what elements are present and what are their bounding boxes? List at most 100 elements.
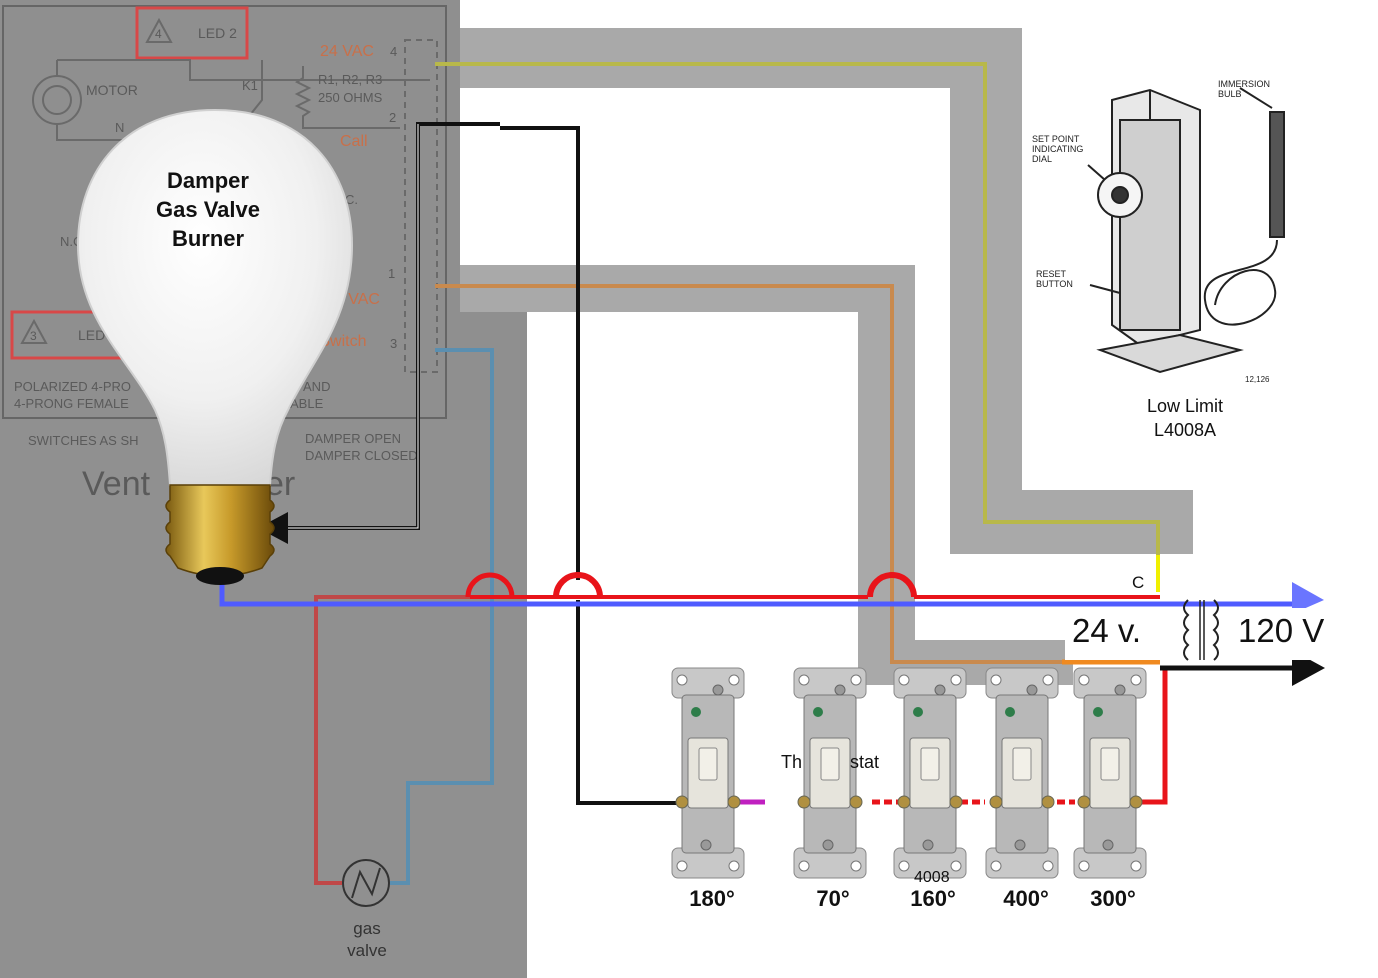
toggle-switch-3 [893,667,967,879]
led2-number: 4 [155,27,162,41]
hot-red-jump-2 [553,572,603,598]
resistor-line-2: 250 OHMS [318,90,383,105]
led2-box [135,6,249,60]
mount-screw-icon [922,839,934,851]
strap-hole [850,674,862,686]
switch-label-70: 70° [816,886,849,911]
switch-toggle [1100,747,1120,781]
no-fragment: N [115,120,124,135]
mount-screw-icon [822,839,834,851]
terminal-4: 4 [390,44,397,59]
switch-label-160: 160° [910,886,956,911]
terminal-screw-icon [989,795,1003,809]
terminal-2: 2 [389,110,396,125]
vent-title-a: Vent [82,465,151,503]
vac-top-label: 24 VAC [320,43,374,60]
part-number-fragment: 4008 [914,869,950,886]
terminal-screw-icon [1129,795,1143,809]
switch-label-180: 180° [689,886,735,911]
hot-red-jump-3 [867,572,917,598]
mount-screw-icon [700,839,712,851]
set-point-label-1: SET POINT [1032,134,1080,144]
resistor-symbol [294,66,400,129]
thermostat-fragment-1: Th [781,752,802,772]
mount-screw-icon [934,684,946,696]
thermostat-fragment-2: stat [850,752,879,772]
bulb-base [165,484,275,577]
switch-label-300: 300° [1090,886,1136,911]
strap-hole [676,860,688,872]
gas-valve-icon [342,859,390,907]
call-label: Call [340,133,368,150]
low-limit-drawing [1087,87,1285,374]
harness-mid-vertical [858,265,915,685]
polarized-line-2b: ABLE [290,396,324,411]
black-feed-white-outline [285,124,419,529]
orange-wire [435,284,1160,664]
damper-open-label: DAMPER OPEN [305,431,401,446]
schematic-line-top [56,59,430,141]
toggle-switch-1 [671,667,745,879]
strap-hole [1078,674,1090,686]
terminal-screw-icon [849,795,863,809]
polarized-line-1a: POLARIZED 4-PRO [14,379,131,394]
high-voltage-label: 120 V [1238,612,1324,649]
reset-label-1: RESET [1036,269,1067,279]
switch-toggle [820,747,840,781]
terminal-block [404,39,438,373]
switch-label-400: 400° [1003,886,1049,911]
black-thermostat-wire [576,600,680,805]
transformer-common-label: C [1132,573,1144,592]
strap-hole [1130,674,1142,686]
bulb-contact [196,567,244,585]
terminal-screw-icon [675,795,689,809]
switch-bank [671,667,1147,879]
ground-screw-icon [813,707,823,717]
switch-toggle [1012,747,1032,781]
strap-hole [676,674,688,686]
strap-hole [728,674,740,686]
mount-screw-icon [1102,839,1114,851]
switch-toggle [920,747,940,781]
strap-hole [850,860,862,872]
strap-hole [798,860,810,872]
switch-toggle [698,747,718,781]
set-point-label-3: DIAL [1032,154,1052,164]
terminal-screw-icon [797,795,811,809]
ground-screw-icon [913,707,923,717]
strap-hole [798,674,810,686]
mount-screw-icon [1114,684,1126,696]
led1-number: 3 [30,329,37,343]
strap-hole [1042,674,1054,686]
terminal-screw-icon [1077,795,1091,809]
harness-mid [460,265,915,312]
strap-hole [1042,860,1054,872]
led1-warning-icon [20,318,48,344]
c-fragment: C. [345,192,358,207]
figure-number: 12,126 [1245,375,1270,384]
immersion-label-2: BULB [1218,89,1242,99]
strap-hole [1130,860,1142,872]
terminal-screw-icon [727,795,741,809]
strap-hole [898,860,910,872]
bulb-label-3: Burner [172,226,245,251]
ground-screw-icon [1005,707,1015,717]
terminal-1: 1 [388,266,395,281]
mount-screw-icon [712,684,724,696]
gas-valve-label-2: valve [347,941,387,960]
gas-valve-label-1: gas [353,919,380,938]
nc-label: N.C [60,234,82,249]
steel-blue-wire [390,348,494,885]
low-limit-callouts: IMMERSION BULB SET POINT INDICATING DIAL… [1032,79,1270,384]
bulb-label-1: Damper [167,168,249,193]
transformer: C 24 v. 120 V [1065,573,1345,661]
terminal-3: 3 [390,336,397,351]
transformer-primary-coil [1183,599,1190,661]
set-point-label-2: INDICATING [1032,144,1083,154]
bulb: Damper Gas Valve Burner [76,108,354,585]
strap-hole [950,860,962,872]
reset-label-2: BUTTON [1036,279,1073,289]
mount-screw-icon [834,684,846,696]
harness-top [460,28,1020,88]
